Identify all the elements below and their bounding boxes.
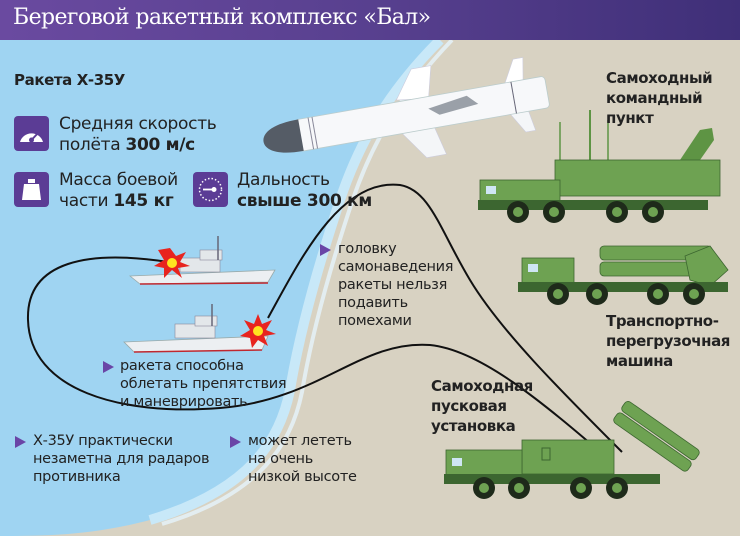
header-bar: Береговой ракетный комплекс «Бал»	[0, 0, 740, 40]
launcher-vehicle	[444, 401, 700, 499]
bullet-arrow-icon	[103, 361, 114, 373]
transport-loader-vehicle	[518, 245, 729, 305]
target-ship-upper	[128, 236, 276, 285]
bullet-arrow-icon	[15, 436, 26, 448]
speedometer-icon	[14, 116, 49, 151]
bullet-arrow-icon	[230, 436, 241, 448]
note-homing-head: головку самонаведения ракеты нельзя пода…	[338, 241, 454, 329]
spec-speed: Средняя скорость полёта 300 м/с	[59, 114, 217, 155]
label-transport-loader: Транспортно- перегрузочная машина	[606, 312, 731, 370]
command-post-vehicle	[478, 110, 721, 223]
bullet-arrow-icon	[320, 244, 331, 256]
missile-kh35u	[263, 57, 550, 158]
weight-icon	[14, 172, 49, 207]
scene-illustration	[0, 40, 729, 536]
spec-warhead-mass: Масса боевой части 145 кг	[59, 170, 178, 211]
page-title: Береговой ракетный комплекс «Бал»	[13, 5, 431, 30]
label-command-post: Самоходный командный пункт	[606, 69, 713, 127]
label-launcher: Самоходная пусковая установка	[431, 377, 533, 435]
note-maneuver: ракета способна облетать препятствия и м…	[120, 358, 287, 410]
note-stealth: Х-35У практически незаметна для радаров …	[33, 433, 210, 485]
note-low-altitude: может лететь на очень низкой высоте	[248, 433, 357, 485]
spec-range: Дальность свыше 300 км	[237, 170, 372, 211]
target-ship-lower	[123, 304, 276, 353]
missile-name: Ракета Х-35У	[14, 71, 125, 89]
range-dial-icon	[193, 172, 228, 207]
